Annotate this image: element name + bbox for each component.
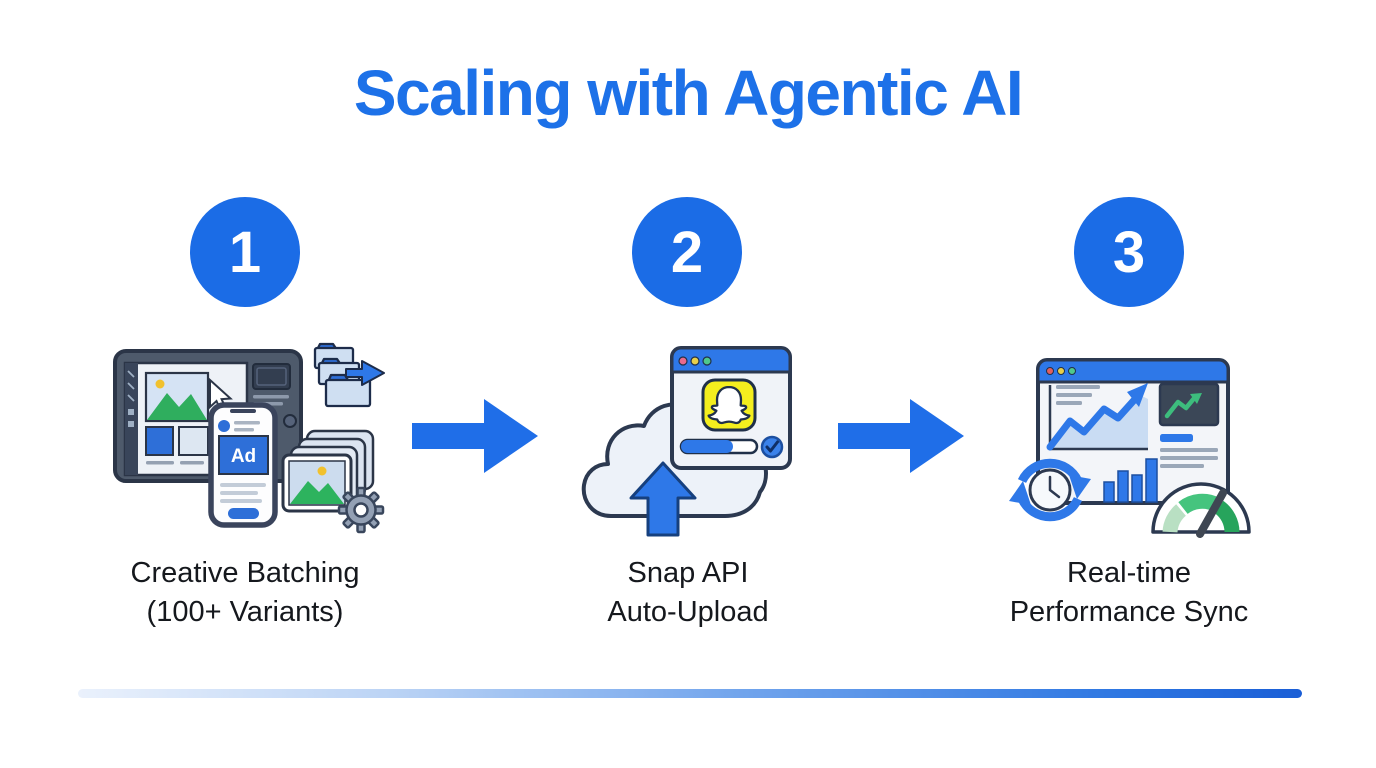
- flow-arrow-icon: [838, 399, 964, 473]
- step-2-number-badge: 2: [632, 197, 742, 307]
- snap-api-auto-upload-illustration: [581, 346, 792, 537]
- bottom-divider: [78, 689, 1302, 698]
- ad-phone-icon: Ad: [208, 402, 278, 528]
- step-1-label-line1: Creative Batching: [130, 557, 360, 589]
- step-1-label-line2: (100+ Variants): [146, 596, 344, 628]
- green-trend-panel: [1158, 382, 1220, 427]
- step-2-label-line2: Auto-Upload: [607, 596, 769, 628]
- check-circle-icon: [760, 435, 784, 459]
- toolbar-icons: [127, 370, 135, 427]
- ad-badge-text: Ad: [231, 446, 256, 467]
- window-dot-green: [1068, 367, 1076, 375]
- snapchat-ghost-icon: [707, 385, 751, 425]
- speedometer-icon: [1151, 482, 1251, 538]
- tablet-camera-icon: [283, 414, 297, 428]
- flow-arrow-icon: [412, 399, 538, 473]
- step-1-number-badge: 1: [190, 197, 300, 307]
- folder-transfer-icon: [313, 342, 385, 408]
- step-3-label-line2: Performance Sync: [1009, 596, 1249, 628]
- analytics-window-icon: [1036, 358, 1230, 505]
- step-3-number-badge: 3: [1074, 197, 1184, 307]
- step-2-number: 2: [670, 219, 704, 285]
- sync-clock-icon: [1009, 458, 1091, 522]
- page-title: Scaling with Agentic AI: [353, 57, 1024, 129]
- window-dot-yellow: [1057, 367, 1065, 375]
- creative-batching-illustration: Ad: [113, 342, 385, 534]
- window-dot-red: [678, 356, 688, 366]
- step-2-label: Snap API Auto-Upload: [488, 554, 888, 632]
- sun-icon: [155, 379, 165, 389]
- window-dot-green: [702, 356, 712, 366]
- mountains-icon: [147, 393, 207, 420]
- bar-chart-icon: [1103, 458, 1158, 503]
- window-dot-yellow: [690, 356, 700, 366]
- step-3-label: Real-time Performance Sync: [929, 554, 1329, 632]
- gear-icon: [337, 486, 385, 534]
- gauge-needle: [1196, 489, 1227, 538]
- avatar: [218, 420, 230, 432]
- step-1-label: Creative Batching (100+ Variants): [45, 554, 445, 632]
- window-dot-red: [1046, 367, 1054, 375]
- step-1-number: 1: [228, 219, 262, 285]
- step-2-label-line1: Snap API: [627, 557, 749, 589]
- growth-arrow-icon: [1046, 383, 1148, 451]
- upload-arrow-icon: [629, 461, 697, 537]
- browser-window-icon: [670, 346, 792, 470]
- realtime-performance-sync-illustration: [1009, 358, 1251, 538]
- photo-stack-icon: [281, 429, 375, 513]
- step-3-label-line1: Real-time: [1066, 557, 1192, 589]
- step-3-number: 3: [1112, 219, 1146, 285]
- progress-bar: [679, 438, 759, 455]
